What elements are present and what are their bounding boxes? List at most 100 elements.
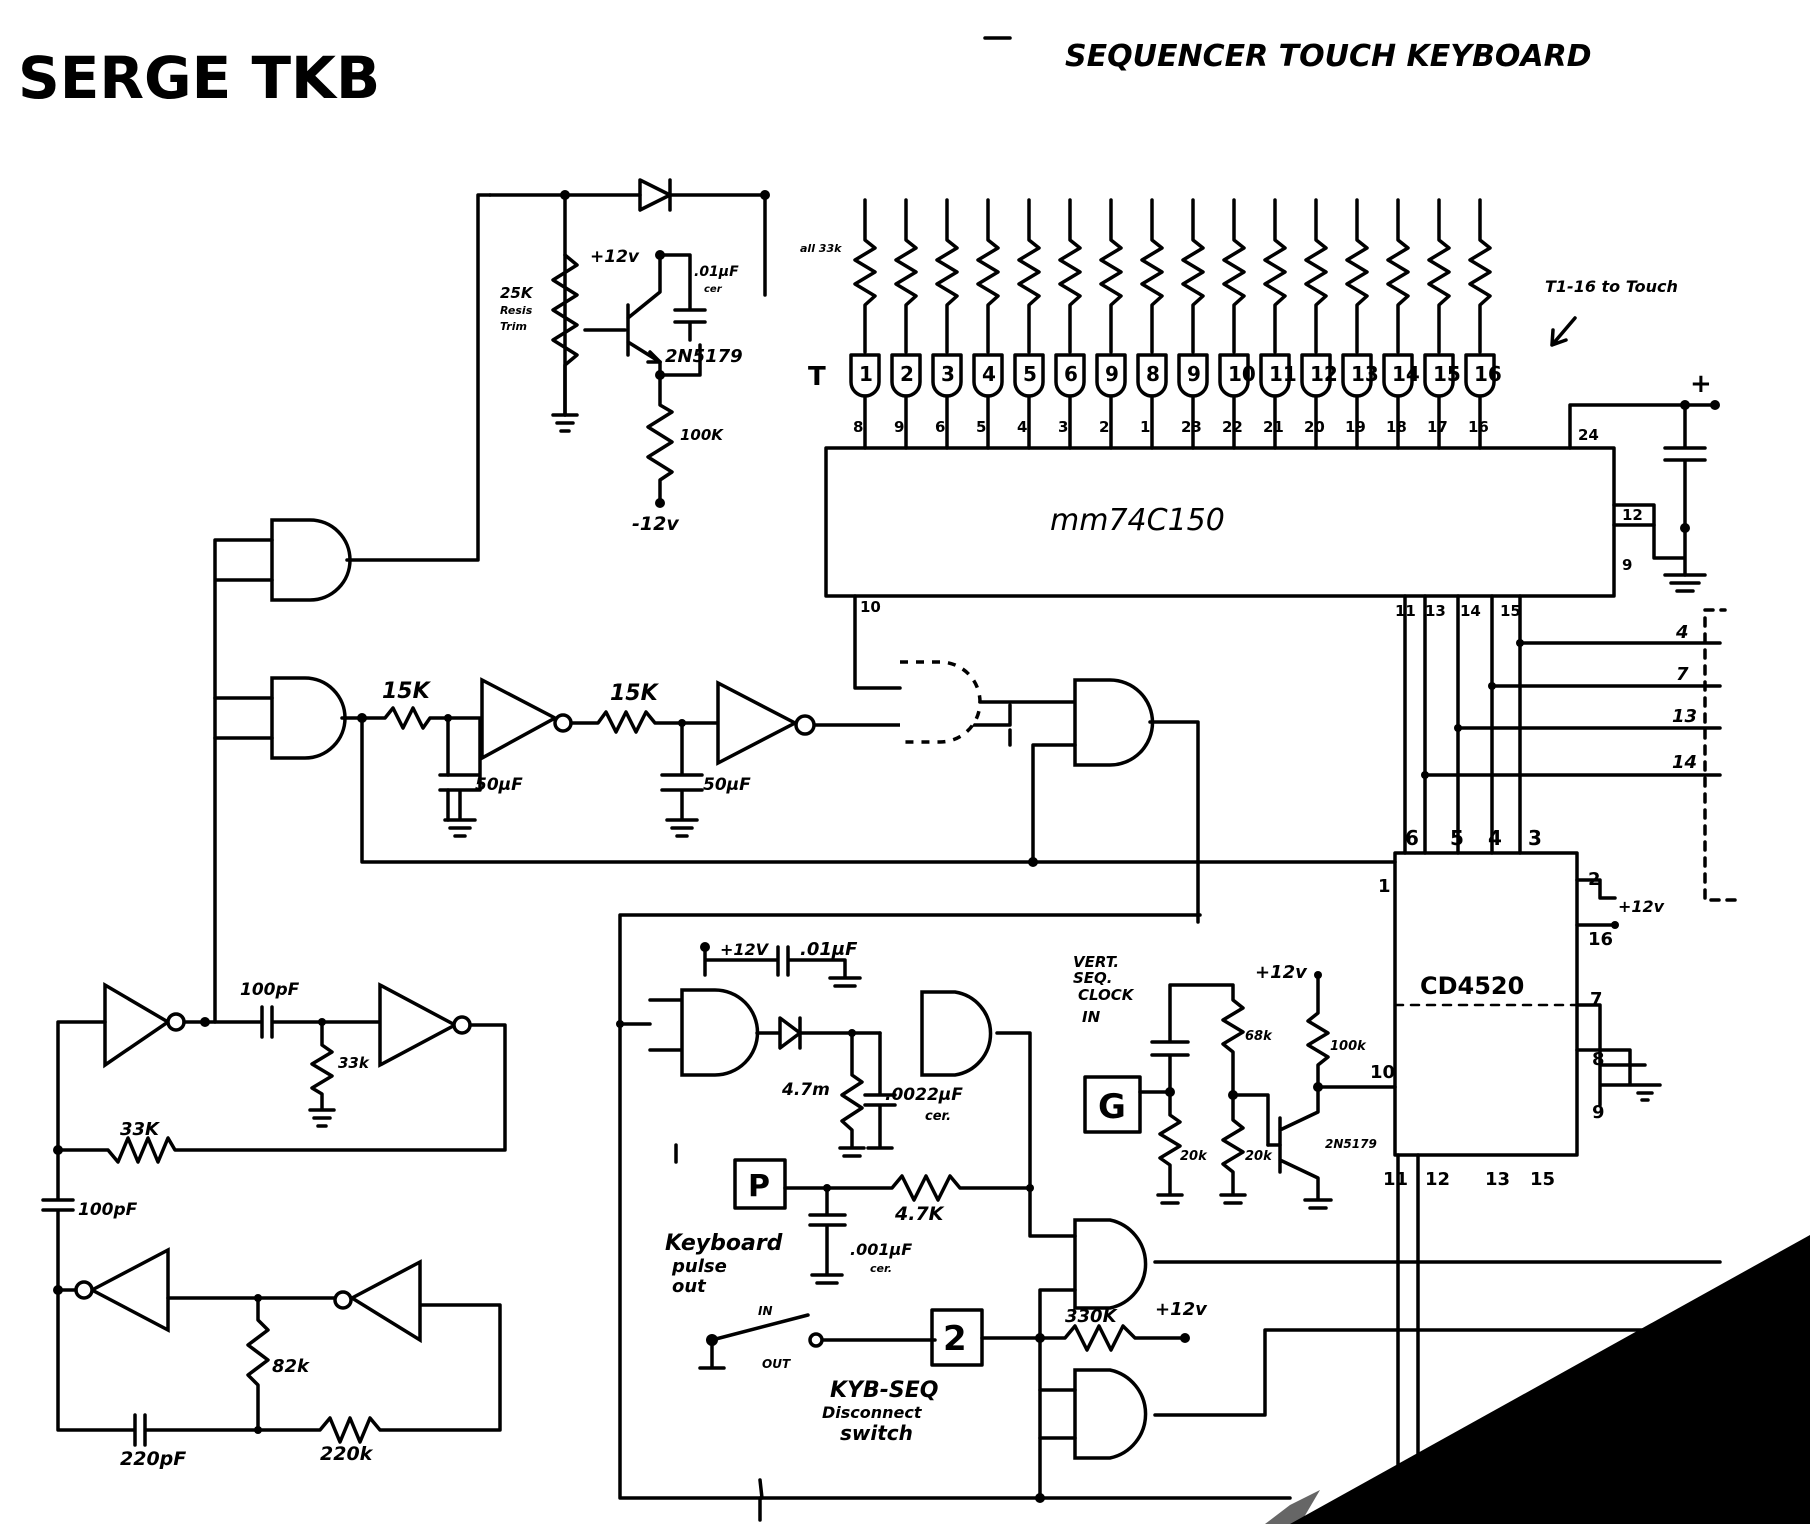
pin-number: 16 xyxy=(1468,418,1489,436)
svg-text:IN: IN xyxy=(1082,1008,1101,1026)
touch-pad-number: 3 xyxy=(941,362,955,386)
touch-pad[interactable]: 13 xyxy=(1341,198,1379,450)
and-gate-6 xyxy=(1073,1218,1148,1310)
touch-pad[interactable]: 8 xyxy=(1136,198,1168,450)
touch-pad-number: 9 xyxy=(1105,362,1119,386)
svg-text:220k: 220k xyxy=(320,1443,374,1465)
touch-pad[interactable]: 5 xyxy=(1013,198,1045,450)
svg-text:pulse: pulse xyxy=(671,1256,727,1277)
pin-number: 2 xyxy=(1099,418,1109,436)
svg-text:.001μF: .001μF xyxy=(850,1240,912,1259)
pin-number: 14 xyxy=(1460,602,1481,620)
pin-number: 23 xyxy=(1181,418,1202,436)
touch-pad[interactable]: 6 xyxy=(1054,198,1086,450)
touch-pad-number: 4 xyxy=(982,362,996,386)
touch-pad[interactable]: 11 xyxy=(1259,198,1297,450)
svg-text:+12v: +12v xyxy=(1618,897,1665,916)
pin-number: 15 xyxy=(1500,602,1521,620)
touch-pad[interactable]: 2 xyxy=(890,198,922,450)
inverter-5 xyxy=(88,1247,170,1333)
svg-text:Resis: Resis xyxy=(500,304,533,317)
ic-mm74c150-body xyxy=(824,446,1616,598)
touch-letter: T xyxy=(808,362,826,392)
touch-pad[interactable]: 1 xyxy=(849,198,881,450)
touch-pad-number: 15 xyxy=(1433,362,1461,386)
svg-text:+12v: +12v xyxy=(1255,962,1308,983)
touch-pad-number: 14 xyxy=(1392,362,1420,386)
pin-number: 20 xyxy=(1304,418,1325,436)
touch-pad[interactable]: 12 xyxy=(1300,198,1338,450)
touch-pad-number: 2 xyxy=(900,362,914,386)
touch-pad[interactable]: 10 xyxy=(1218,198,1256,450)
logo-title: SERGE TKB xyxy=(18,44,380,112)
touch-pad[interactable]: 9 xyxy=(1095,198,1127,450)
pin-number: 16 xyxy=(1588,929,1613,950)
clock-section: 15K 15K 50μF 50μF xyxy=(213,193,1397,1024)
touch-pad-number: 16 xyxy=(1474,362,1502,386)
touch-pad[interactable]: 9 xyxy=(1177,198,1209,450)
scan-corner-shadow xyxy=(1290,1235,1810,1524)
svg-text:2N5179: 2N5179 xyxy=(665,346,743,367)
touch-pad[interactable]: 14 xyxy=(1382,198,1420,450)
trim-resistor xyxy=(551,253,579,417)
svg-text:100pF: 100pF xyxy=(78,1200,138,1220)
and-gate-5 xyxy=(920,990,993,1077)
pin-number: 18 xyxy=(1386,418,1407,436)
svg-text:CLOCK: CLOCK xyxy=(1078,986,1135,1004)
svg-text:cer.: cer. xyxy=(925,1109,951,1124)
svg-text:.01μF: .01μF xyxy=(800,939,858,960)
svg-text:Disconnect: Disconnect xyxy=(822,1403,923,1422)
svg-text:SEQ.: SEQ. xyxy=(1073,969,1113,987)
touch-pad[interactable]: 3 xyxy=(931,198,963,450)
pin-number: 3 xyxy=(1528,826,1542,850)
pin-number: 13 xyxy=(1425,602,1446,620)
pin-number: 6 xyxy=(1405,826,1419,850)
pin-number: 11 xyxy=(1383,1169,1408,1190)
pin-number: 10 xyxy=(1370,1062,1395,1083)
top-trim-section: +12v .01μF cer 2N5179 100K -12v 25K Resi… xyxy=(488,178,770,535)
svg-text:15K: 15K xyxy=(610,681,660,706)
ic-mm74c150-name: mm74C150 xyxy=(1050,503,1225,538)
svg-text:100k: 100k xyxy=(1330,1039,1367,1054)
touch-pad[interactable]: 15 xyxy=(1423,198,1461,450)
and-gate-1 xyxy=(270,518,352,602)
diode-symbol xyxy=(638,178,672,212)
output-jack-p xyxy=(733,1158,787,1210)
pin-number: 9 xyxy=(894,418,904,436)
touch-pad[interactable]: 4 xyxy=(972,198,1004,450)
touch-note: T1-16 to Touch xyxy=(1545,277,1678,296)
svg-text:25K: 25K xyxy=(500,284,534,302)
pin-number: 9 xyxy=(1592,1102,1605,1123)
subtitle: SEQUENCER TOUCH KEYBOARD xyxy=(1065,39,1592,74)
svg-text:15K: 15K xyxy=(382,679,432,704)
pin-number: 9 xyxy=(1622,556,1632,574)
svg-text:4: 4 xyxy=(1675,622,1689,643)
pin-number: 8 xyxy=(853,418,863,436)
and-gate-4 xyxy=(680,988,760,1077)
pin-number: 5 xyxy=(976,418,986,436)
svg-text:14: 14 xyxy=(1672,752,1697,773)
arrow-icon xyxy=(1550,316,1577,347)
pin-number: 22 xyxy=(1222,418,1243,436)
svg-text:.0022μF: .0022μF xyxy=(885,1085,963,1105)
svg-text:50μF: 50μF xyxy=(703,775,751,795)
svg-text:switch: switch xyxy=(840,1421,913,1445)
touch-pad-number: 5 xyxy=(1023,362,1037,386)
inverter-6 xyxy=(348,1259,422,1344)
svg-text:VERT.: VERT. xyxy=(1073,953,1119,971)
svg-text:2N5179: 2N5179 xyxy=(1325,1137,1377,1151)
svg-text:4.7K: 4.7K xyxy=(894,1203,945,1225)
inverter-1 xyxy=(480,677,559,761)
pin-number: 19 xyxy=(1345,418,1366,436)
clock-input-section: G VERT. SEQ. CLOCK IN +12v 100k 68k 20k … xyxy=(1073,953,1397,1210)
touch-pad-number: 12 xyxy=(1310,362,1338,386)
pin-number: 1 xyxy=(1140,418,1150,436)
and-gate-2 xyxy=(270,676,347,760)
touch-pad[interactable]: 16 xyxy=(1464,198,1502,450)
svg-text:20k: 20k xyxy=(1245,1149,1273,1164)
svg-text:.01μF: .01μF xyxy=(694,264,739,280)
svg-text:+12v: +12v xyxy=(1155,1299,1208,1320)
